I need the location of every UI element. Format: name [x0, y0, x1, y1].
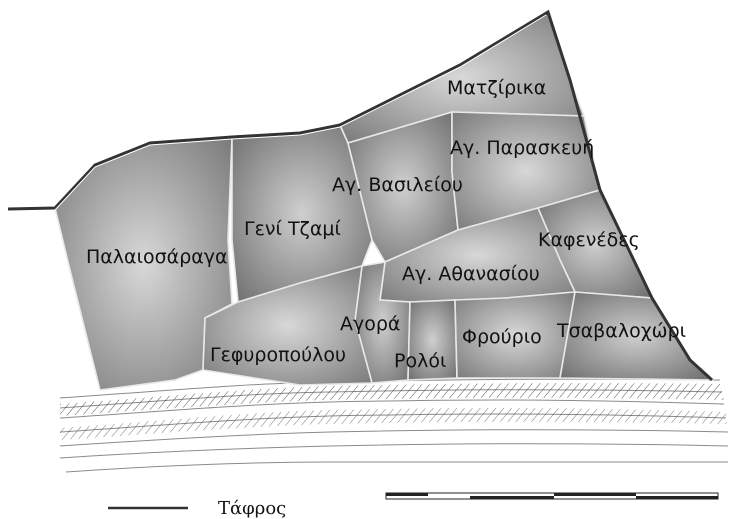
- outer-wall: [7, 9, 714, 382]
- label-roloi: Ρολόι: [394, 350, 446, 372]
- label-gefyropoulou: Γεφυροπούλου: [210, 344, 346, 366]
- label-geni-tzami: Γενί Τζαμί: [244, 218, 341, 240]
- label-tsavalochori: Τσαβαλοχώρι: [556, 320, 686, 342]
- district-gefyropoulou[interactable]: [202, 264, 374, 386]
- hatched-bank: [60, 383, 724, 416]
- label-ag-vasileiou: Αγ. Βασιλείου: [332, 174, 463, 196]
- districts-layer: [54, 10, 715, 391]
- label-ag-athanasiou: Αγ. Αθανασίου: [402, 263, 540, 285]
- hatched-bank-lower: [60, 408, 727, 440]
- outer-wall-inner: [54, 14, 547, 211]
- label-frourio: Φρούριο: [462, 326, 542, 348]
- label-matzirika: Ματζίρικα: [447, 77, 546, 99]
- scale-bar: [385, 492, 719, 500]
- district-labels: Ματζίρικα Αγ. Παρασκευή Αγ. Βασιλείου Γε…: [86, 77, 686, 372]
- label-ag-paraskevi: Αγ. Παρασκευή: [450, 137, 594, 159]
- label-agora: Αγορά: [340, 313, 400, 335]
- label-kafenedes: Καφενέδες: [538, 229, 640, 251]
- legend: Τάφρος: [108, 498, 286, 519]
- legend-line-label: Τάφρος: [218, 498, 286, 519]
- label-palaiosaraga: Παλαιοσάραγα: [86, 246, 228, 268]
